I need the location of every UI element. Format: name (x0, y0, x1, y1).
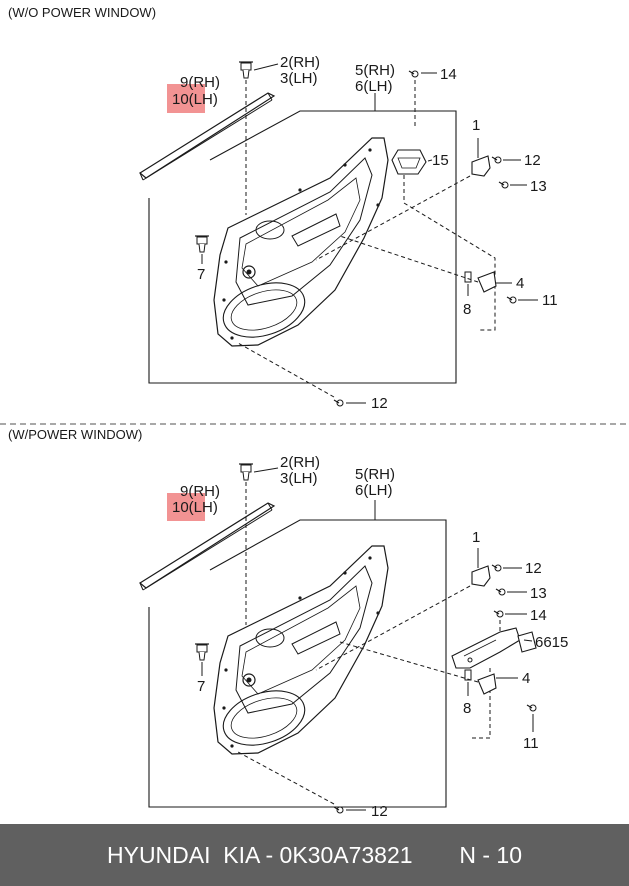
callout-2rh: 2(RH) (280, 454, 320, 471)
weatherstrip (139, 502, 275, 591)
screw-icon (333, 806, 344, 814)
trim-clip (194, 643, 210, 661)
callout-4: 4 (516, 275, 524, 292)
screw-icon (493, 610, 504, 618)
callout-3lh: 3(LH) (280, 470, 318, 487)
callout-3lh: 3(LH) (280, 70, 318, 87)
callout-6lh: 6(LH) (355, 78, 393, 95)
highlight-box (167, 493, 205, 521)
screw-icon (506, 296, 517, 304)
screw-icon (491, 564, 502, 572)
callout-8: 8 (463, 301, 471, 318)
section-title: (W/POWER WINDOW) (8, 427, 142, 442)
screw-icon (498, 181, 509, 189)
trim-clip (194, 235, 210, 253)
panel-frame (148, 519, 447, 808)
part-number-label: HYUNDAI KIA - 0K30A73821 (107, 841, 413, 868)
section-without-power-window: (W/O POWER WINDOW) (8, 5, 558, 412)
callout-11: 11 (523, 735, 539, 752)
callout-12: 12 (524, 152, 541, 169)
footer-bar: HYUNDAI KIA - 0K30A73821 N - 10 (0, 824, 629, 886)
door-trim-panel (213, 545, 389, 756)
switch-icon (517, 631, 537, 653)
exploded-parts-diagram: (W/O POWER WINDOW) (0, 5, 629, 820)
callout-9rh: 9(RH) (180, 74, 220, 91)
section-title: (W/O POWER WINDOW) (8, 5, 156, 20)
power-window-switch-panel (451, 627, 521, 669)
callout-9rh: 9(RH) (180, 483, 220, 500)
callout-13: 13 (530, 585, 547, 602)
trim-clip (238, 61, 254, 79)
callout-11: 11 (542, 292, 558, 309)
door-trim-panel (213, 137, 389, 348)
callout-15: 15 (432, 152, 449, 169)
bracket (471, 565, 491, 587)
callout-14: 14 (530, 607, 547, 624)
callout-4: 4 (522, 670, 530, 687)
section-with-power-window: (W/POWER WINDOW) (8, 427, 568, 820)
callout-1: 1 (472, 117, 480, 134)
retainer (464, 271, 472, 283)
screw-icon (495, 588, 506, 596)
callout-12: 12 (525, 560, 542, 577)
highlight-box (167, 84, 205, 113)
screw-icon (333, 399, 344, 407)
bracket (471, 155, 491, 177)
pull-cup (391, 149, 427, 175)
panel-frame (148, 110, 457, 384)
callout-10lh: 10(LH) (172, 499, 218, 516)
callout-14: 14 (440, 66, 457, 83)
inside-handle (477, 271, 497, 293)
callout-7: 7 (197, 266, 205, 283)
screw-icon (408, 70, 419, 78)
trim-clip (238, 463, 254, 481)
callout-5rh: 5(RH) (355, 466, 395, 483)
callout-6lh: 6(LH) (355, 482, 393, 499)
retainer (464, 669, 472, 681)
callout-8: 8 (463, 700, 471, 717)
screw-icon (491, 156, 502, 164)
callout-13: 13 (530, 178, 547, 195)
callout-7: 7 (197, 678, 205, 695)
callout-12-bottom: 12 (371, 803, 388, 820)
callout-1: 1 (472, 529, 480, 546)
callout-12-bottom: 12 (371, 395, 388, 412)
inside-handle (477, 673, 497, 695)
callout-6615: 6615 (535, 634, 568, 651)
callout-5rh: 5(RH) (355, 62, 395, 79)
page-number-label: N - 10 (459, 841, 522, 868)
callout-2rh: 2(RH) (280, 54, 320, 71)
screw-icon (526, 704, 537, 712)
callout-10lh: 10(LH) (172, 91, 218, 108)
